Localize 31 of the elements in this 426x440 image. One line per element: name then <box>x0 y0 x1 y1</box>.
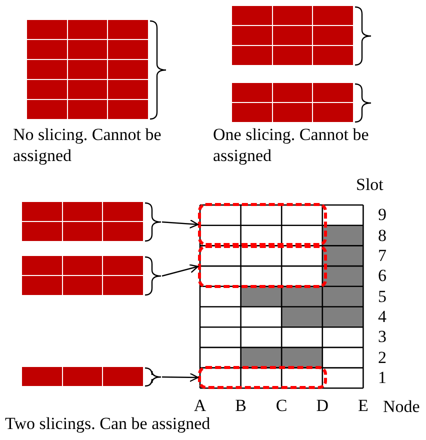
slot-number: 4 <box>378 306 386 327</box>
arrow <box>162 372 199 382</box>
axis-title: Node <box>383 396 420 417</box>
dashed-outline <box>198 366 327 389</box>
block-stack-with-brace <box>232 6 372 66</box>
node-letter: E <box>356 395 370 416</box>
dashed-outline <box>198 245 327 288</box>
node-letter: B <box>234 395 248 416</box>
slot-number: 3 <box>378 326 386 348</box>
node-letter: D <box>315 395 330 416</box>
caption: No slicing. Cannot be assigned <box>13 124 162 166</box>
slot-number: 8 <box>378 224 386 246</box>
block-stack-with-brace <box>232 83 372 123</box>
axis-title: Slot <box>356 174 384 195</box>
slot-number: 1 <box>378 366 386 388</box>
slot-number: 9 <box>378 204 386 226</box>
arrow <box>162 219 199 229</box>
block-stack-with-brace <box>27 20 167 120</box>
caption: One slicing. Cannot be assigned <box>213 124 370 166</box>
block-stack-with-brace <box>22 202 162 242</box>
slot-number: 7 <box>378 244 386 266</box>
slot-number: 2 <box>378 346 386 368</box>
block-stack-with-brace <box>22 256 162 296</box>
node-letter: A <box>192 395 208 416</box>
arrow <box>162 264 199 277</box>
slot-number: 6 <box>378 265 386 286</box>
slot-number: 5 <box>378 286 386 307</box>
dashed-outline <box>198 203 327 246</box>
node-letter: C <box>274 395 288 416</box>
caption: Two slicings. Can be assigned <box>5 413 210 434</box>
block-stack-with-brace <box>22 367 162 387</box>
